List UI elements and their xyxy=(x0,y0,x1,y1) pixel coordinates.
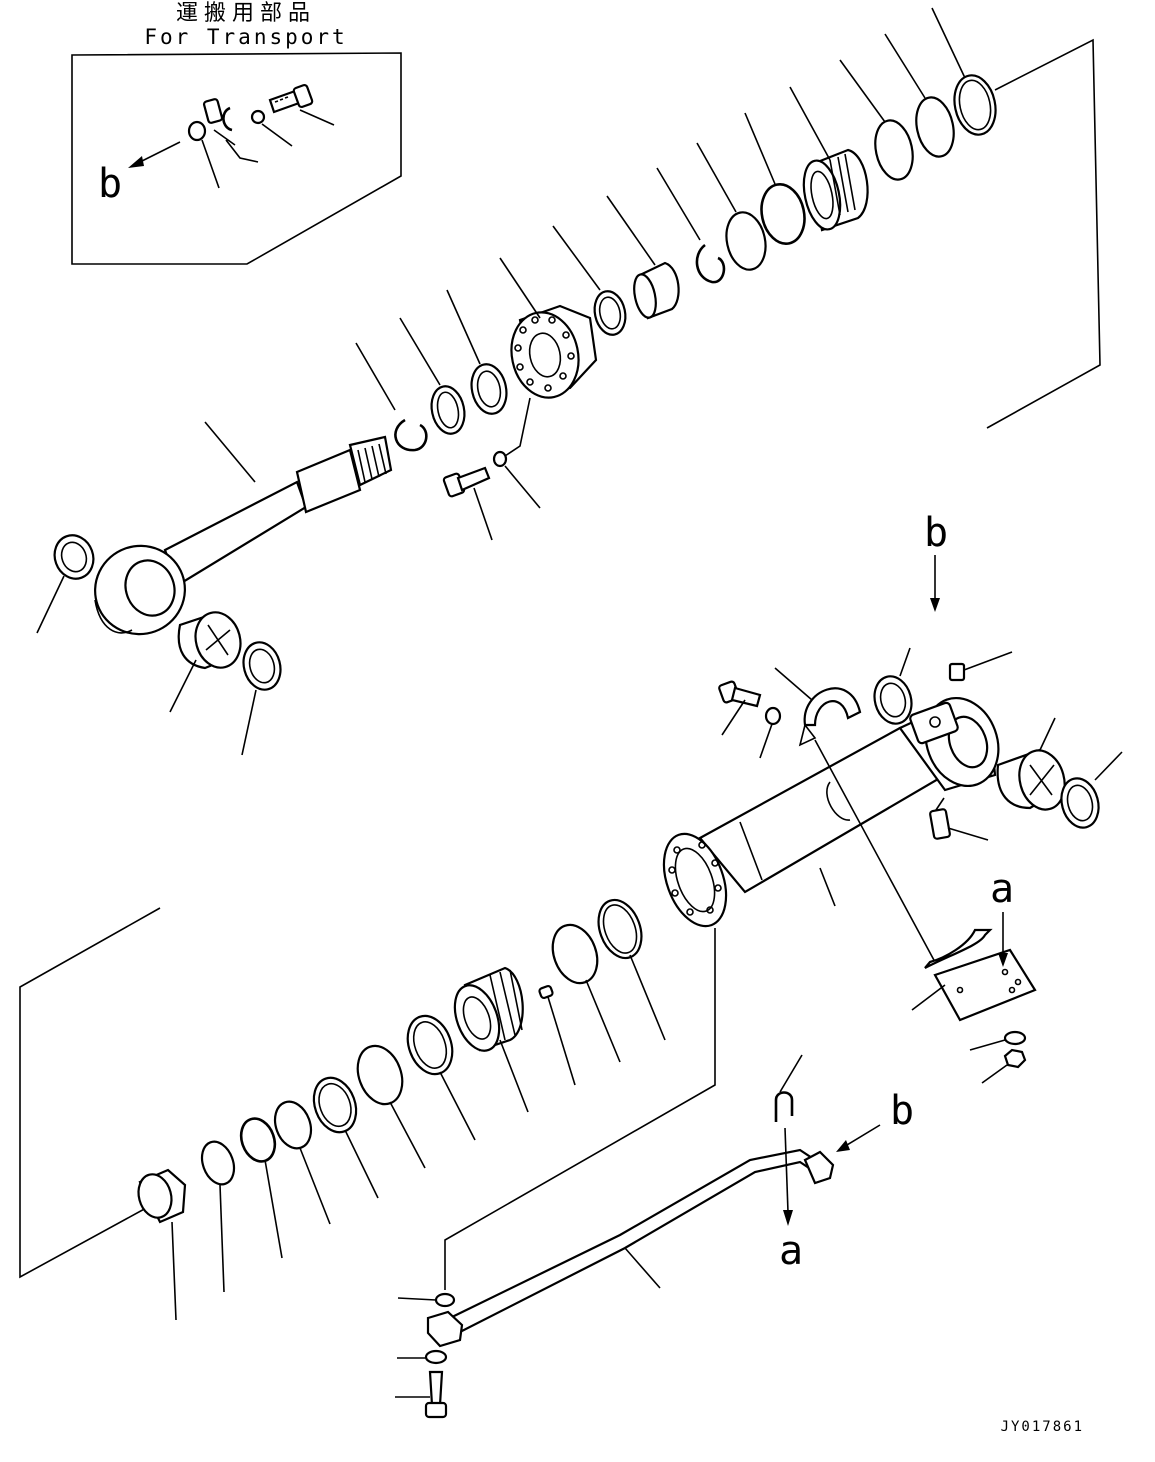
cylinder-tube xyxy=(662,696,1000,928)
right-a-label: a xyxy=(990,866,1014,912)
rod-eye-seal-left xyxy=(53,534,95,580)
piston-ring-1 xyxy=(874,119,914,181)
clamp-washer xyxy=(764,706,782,726)
drawing-code: JY017861 xyxy=(1001,1419,1084,1435)
inset-washer xyxy=(250,109,266,125)
piston-nut xyxy=(453,966,524,1052)
tube-ring-h xyxy=(200,1140,236,1186)
pipe-flange xyxy=(426,1310,464,1348)
rod-assembly xyxy=(36,7,1101,756)
set-screw xyxy=(538,984,554,1000)
tube-ring-d xyxy=(356,1044,404,1106)
inset-ring xyxy=(187,120,207,142)
tube-ring-c xyxy=(406,1014,454,1076)
buffer-ring xyxy=(430,385,466,435)
pipe-bolt xyxy=(424,1370,448,1419)
header-title-en: For Transport xyxy=(144,25,347,49)
tube-ring-e xyxy=(312,1076,358,1134)
head-washer xyxy=(492,450,508,468)
tube-ring-a xyxy=(597,898,643,960)
grease-plug xyxy=(948,662,966,682)
o-ring-2 xyxy=(760,183,806,245)
bracket-nut xyxy=(1003,1048,1027,1069)
pipe-bracket xyxy=(924,928,1037,1022)
bracket-washer xyxy=(1003,1030,1027,1046)
piston-ring-2 xyxy=(915,96,955,158)
band-clamp xyxy=(798,687,862,747)
end-nut xyxy=(137,1168,187,1224)
head-wear-ring xyxy=(593,290,627,336)
pipe-washer xyxy=(424,1349,448,1365)
head-bolt xyxy=(442,466,491,498)
grease-fitting xyxy=(929,797,951,840)
tube-ring-f xyxy=(273,1100,313,1150)
tube-bushing xyxy=(996,748,1066,811)
tube-ring-g xyxy=(239,1117,277,1163)
rod-bushing xyxy=(177,611,242,670)
top-b-label: b xyxy=(924,510,948,556)
tube-eye-seal-left xyxy=(873,675,913,725)
transport-inset: b xyxy=(71,52,402,265)
head-snap-ring xyxy=(695,243,726,284)
inset-cap xyxy=(202,98,224,124)
tube-ring-b xyxy=(551,923,599,985)
piston-rod xyxy=(94,435,393,636)
pipe-o-ring xyxy=(434,1292,456,1308)
cylinder-tube-assembly: b xyxy=(19,510,1123,1321)
pipe-a-label: a xyxy=(779,1228,803,1274)
pipe-elbow xyxy=(803,1150,835,1185)
rod-seal xyxy=(470,363,508,415)
u-clip xyxy=(774,1091,794,1122)
rod-eye-seal-right xyxy=(242,641,282,691)
inset-b-label: b xyxy=(98,161,122,207)
inset-lock xyxy=(222,106,233,132)
piston xyxy=(802,148,869,232)
cylinder-pipe xyxy=(448,1148,817,1334)
tube-eye-seal-right xyxy=(1060,777,1100,829)
clamp-bolt xyxy=(718,680,762,708)
header-title-jp: 運搬用部品 xyxy=(176,1,316,26)
pipe-b-label: b xyxy=(890,1088,914,1134)
o-ring-1 xyxy=(725,211,767,271)
cylinder-head xyxy=(510,304,598,399)
inset-bolt xyxy=(268,83,314,114)
pipe-assembly: b a xyxy=(395,1054,914,1419)
head-bushing xyxy=(633,261,680,320)
snap-ring xyxy=(394,418,428,452)
